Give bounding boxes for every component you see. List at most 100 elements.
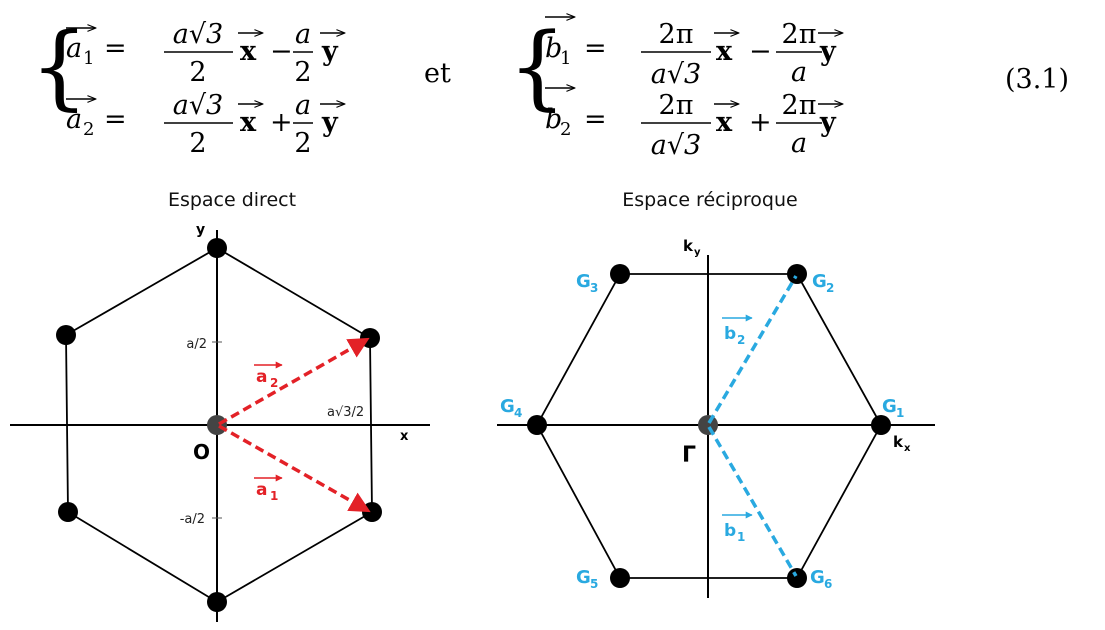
label-b2: b 2: [722, 314, 753, 347]
svg-text:G: G: [576, 271, 591, 292]
direct-vector-a1-label: a: [256, 480, 267, 500]
label-g6: G 6: [810, 567, 832, 591]
eq-b1-num1: 2π: [659, 19, 694, 50]
reciprocal-point-g3: [610, 264, 630, 284]
equation-b2: b 2 = 2π a√3 x + 2π a y: [545, 88, 842, 161]
direct-vector-a2-label: a: [256, 367, 267, 387]
direct-origin-label: O: [193, 440, 210, 464]
direct-lattice-point: [362, 502, 382, 522]
eq-b2-lhs: b: [545, 104, 562, 135]
equation-a2: a 2 = a√3 2 x + a 2 y: [66, 90, 344, 159]
direct-origin-point: [207, 415, 227, 435]
equation-number: (3.1): [1005, 64, 1069, 95]
eq-b2-den1: a√3: [651, 130, 701, 161]
equation-b1: b 1 = 2π a√3 x − 2π a y: [545, 17, 842, 90]
eq-a2-v2: y: [321, 107, 339, 138]
reciprocal-ky-label: k y: [683, 237, 701, 258]
direct-space-title: Espace direct: [168, 189, 296, 211]
svg-text:G: G: [576, 567, 591, 588]
svg-text:6: 6: [824, 577, 832, 591]
eq-b1-v2: y: [819, 36, 837, 67]
eq-b2-op: +: [749, 107, 772, 138]
svg-text:k: k: [893, 433, 904, 451]
conjunction-et: et: [424, 58, 451, 89]
eq-b1-v1: x: [716, 36, 733, 67]
eq-a2-sub: 2: [83, 119, 94, 140]
reciprocal-origin-point: [698, 415, 718, 435]
eq-a2-num1: a√3: [173, 90, 223, 121]
direct-y-axis-label: y: [196, 222, 205, 238]
reciprocal-vector-b2: [707, 275, 798, 424]
label-g5: G 5: [576, 567, 598, 591]
eq-a1-eq: =: [104, 33, 127, 64]
eq-a2-op: +: [270, 107, 293, 138]
eq-b1-sub: 1: [560, 48, 571, 69]
eq-a2-v1: x: [240, 107, 257, 138]
reciprocal-vector-b2-sub: 2: [737, 333, 745, 347]
svg-text:3: 3: [590, 281, 598, 295]
eq-a1-v2: y: [321, 36, 339, 67]
direct-vector-a1: [218, 424, 371, 513]
svg-text:G: G: [810, 567, 825, 588]
svg-text:G: G: [812, 271, 827, 292]
direct-lattice-point: [207, 238, 227, 258]
left-brace-a: {: [30, 13, 89, 120]
eq-a1-num2: a: [295, 19, 311, 50]
reciprocal-vector-b1-sub: 1: [737, 530, 745, 544]
svg-text:k: k: [683, 237, 694, 255]
direct-lattice-point: [56, 325, 76, 345]
direct-lattice-point: [207, 592, 227, 612]
reciprocal-point-g2: [787, 264, 807, 284]
eq-b1-den1: a√3: [651, 59, 701, 90]
reciprocal-space-diagram: Espace réciproque Γ k x k y G 1 G 2: [497, 189, 935, 598]
eq-a1-v1: x: [240, 36, 257, 67]
eq-a2-den2: 2: [294, 128, 311, 159]
svg-text:G: G: [500, 396, 515, 417]
label-g2: G 2: [812, 271, 834, 295]
left-brace-b: {: [508, 13, 567, 120]
direct-x-axis-label: x: [400, 429, 409, 444]
svg-text:x: x: [904, 443, 911, 454]
svg-text:4: 4: [514, 406, 522, 420]
label-a1: a 1: [254, 474, 283, 503]
reciprocal-point-g6: [787, 568, 807, 588]
eq-b2-den2: a: [791, 128, 807, 159]
reciprocal-vector-b1: [707, 426, 798, 577]
direct-tick-top: a/2: [186, 337, 207, 352]
eq-a1-den2: 2: [294, 57, 311, 88]
svg-text:2: 2: [826, 281, 834, 295]
reciprocal-vector-b2-label: b: [724, 324, 736, 344]
eq-b1-lhs: b: [545, 33, 562, 64]
eq-a1-num1: a√3: [173, 19, 223, 50]
eq-a1-sub: 1: [83, 48, 94, 69]
eq-a2-eq: =: [104, 104, 127, 135]
label-a2: a 2: [254, 361, 283, 390]
eq-a2-num2: a: [295, 90, 311, 121]
eq-b2-num1: 2π: [659, 90, 694, 121]
reciprocal-origin-label: Γ: [682, 443, 696, 468]
eq-b1-eq: =: [584, 33, 607, 64]
direct-lattice-point: [360, 328, 380, 348]
eq-b2-sub: 2: [560, 119, 571, 140]
eq-b2-v2: y: [819, 107, 837, 138]
equation-block: { a 1 = a√3 2 x − a 2 y a 2 = a√3: [30, 13, 1069, 161]
eq-a2-den1: 2: [189, 128, 206, 159]
svg-text:G: G: [882, 396, 897, 417]
reciprocal-vector-b1-label: b: [724, 521, 736, 541]
direct-tick-bottom: -a/2: [180, 512, 205, 527]
eq-b1-op: −: [749, 36, 772, 67]
equation-a1: a 1 = a√3 2 x − a 2 y: [66, 19, 344, 88]
label-g1: G 1: [882, 396, 904, 420]
eq-a1-den1: 2: [189, 57, 206, 88]
reciprocal-point-g1: [871, 415, 891, 435]
label-g4: G 4: [500, 396, 522, 420]
direct-tick-right: a√3/2: [327, 405, 364, 420]
reciprocal-space-title: Espace réciproque: [622, 189, 797, 211]
reciprocal-point-g5: [610, 568, 630, 588]
eq-b1-den2: a: [791, 57, 807, 88]
reciprocal-kx-label: k x: [893, 433, 911, 454]
eq-b2-v1: x: [716, 107, 733, 138]
reciprocal-point-g4: [527, 415, 547, 435]
svg-text:5: 5: [590, 577, 598, 591]
